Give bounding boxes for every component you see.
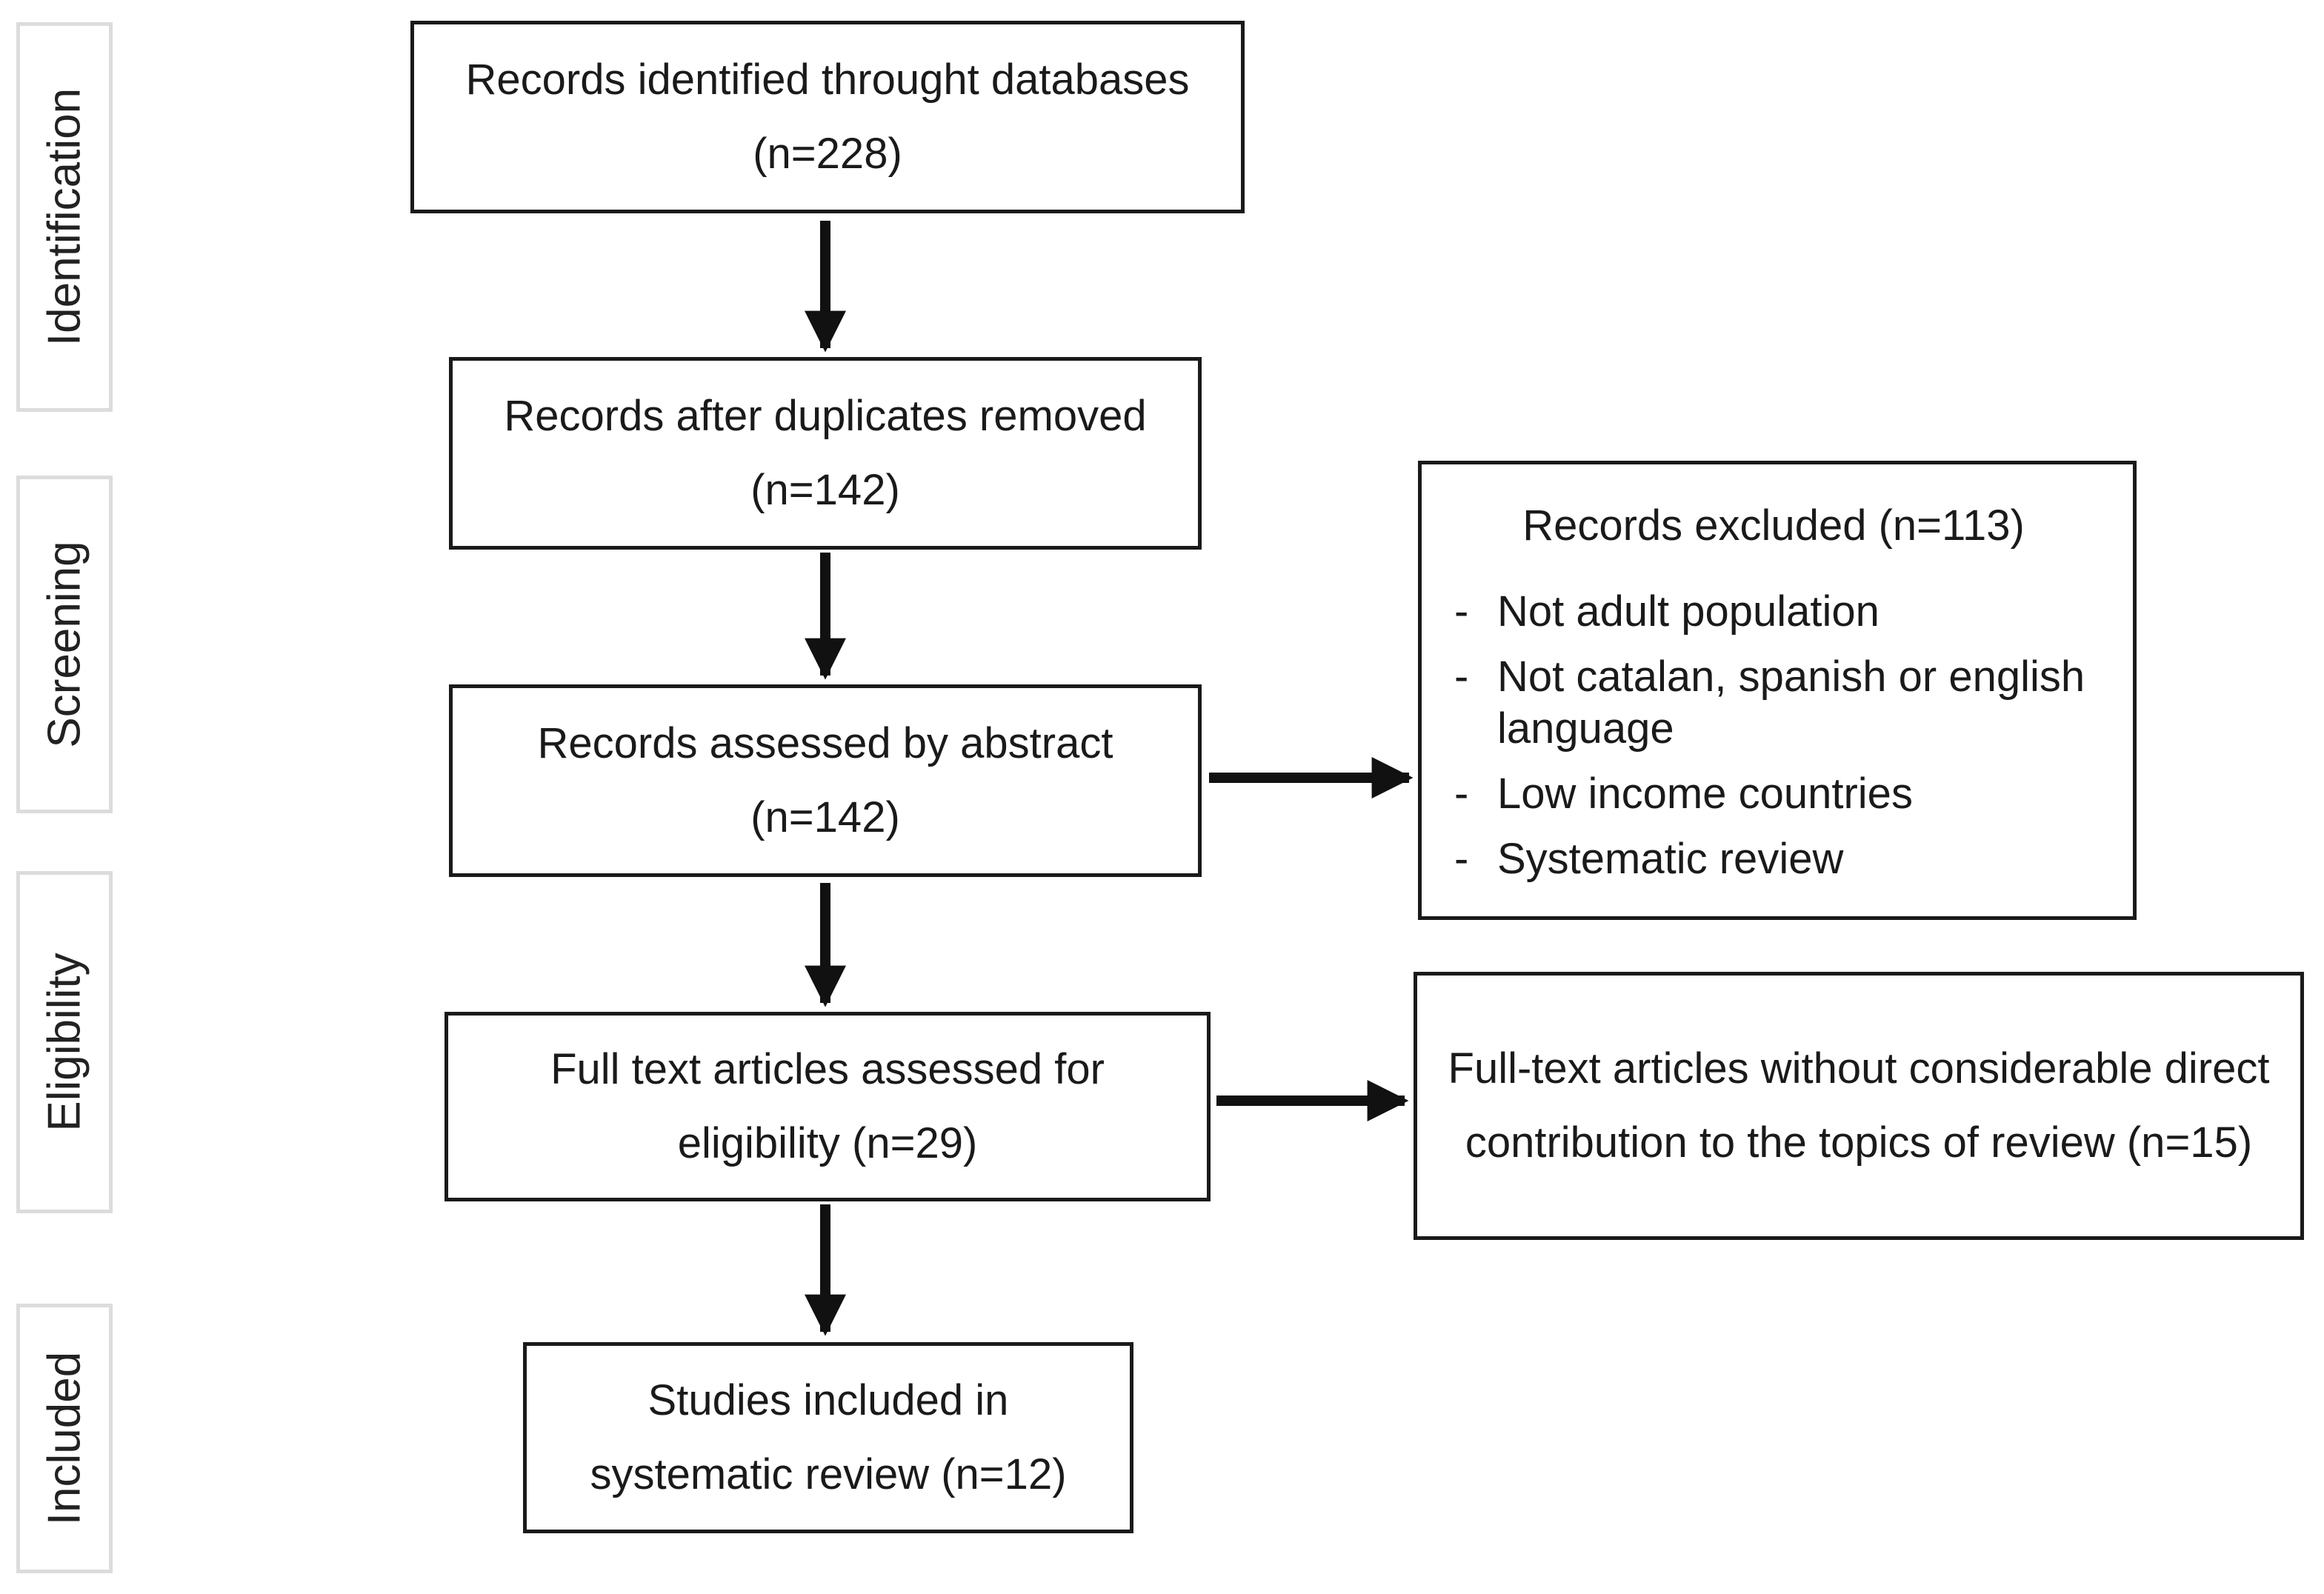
records-assessed-abstract-text: Records assessed by abstract (n=142) [537,719,1113,841]
phase-eligibility: Eligibility [16,871,113,1213]
exclusion-reason: Not adult population [1451,586,2111,638]
full-text-excluded-box: Full-text articles without considerable … [1414,972,2304,1240]
records-identified-text: Records identified throught databases (n… [465,56,1190,178]
full-text-assessed-box: Full text articles assessed for eligibil… [445,1012,1211,1201]
phase-identification: Identification [16,22,113,412]
records-after-duplicates-box: Records after duplicates removed (n=142) [449,357,1202,550]
records-after-duplicates-text: Records after duplicates removed (n=142) [504,392,1147,514]
records-identified-box: Records identified throught databases (n… [410,21,1245,213]
phase-screening: Screening [16,476,113,813]
exclusion-reasons-list: Not adult population Not catalan, spanis… [1451,586,2111,885]
records-excluded-title: Records excluded (n=113) [1522,501,2025,550]
exclusion-reason: Systematic review [1451,833,2111,885]
phase-included: Included [16,1304,113,1573]
studies-included-box: Studies included in systematic review (n… [523,1342,1133,1533]
exclusion-reason: Low income countries [1451,768,2111,820]
full-text-assessed-text: Full text articles assessed for eligibil… [550,1045,1105,1167]
studies-included-text: Studies included in systematic review (n… [590,1376,1067,1498]
records-excluded-box: Records excluded (n=113) Not adult popul… [1418,461,2137,920]
exclusion-reason: Not catalan, spanish or english language [1451,651,2111,755]
full-text-excluded-text: Full-text articles without considerable … [1448,1044,2270,1167]
records-assessed-abstract-box: Records assessed by abstract (n=142) [449,684,1202,877]
